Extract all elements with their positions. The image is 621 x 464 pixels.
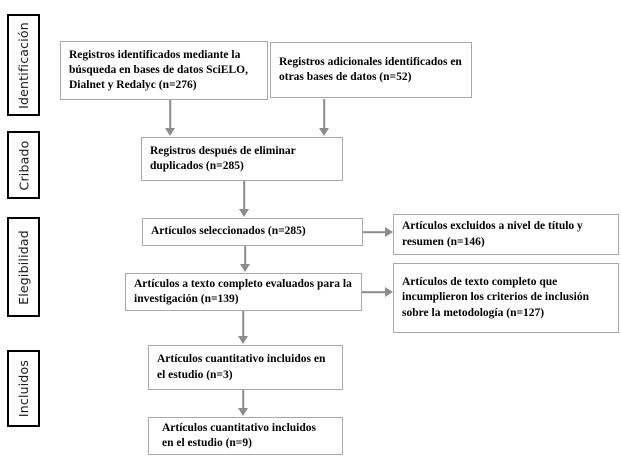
flow-box-fulltext-excluded: Artículos de texto completo que incumpli… [393,263,619,333]
arrow-line [363,231,387,233]
flow-box-articles-selected-text: Artículos seleccionados (n=285) [151,225,306,238]
flow-box-included-quantitative-3-text: Artículos cuantitativo incluidos en el e… [157,353,326,381]
flow-box-records-after-duplicates-text: Registros después de eliminar duplicados… [150,144,296,172]
arrow-head-down-icon [239,209,249,217]
arrow-deduplicated-to-selected [239,181,249,217]
stage-cribado: Cribado [7,131,40,199]
arrow-line [169,100,171,130]
arrow-line [242,390,244,410]
flow-box-records-after-duplicates: Registros después de eliminar duplicados… [141,137,343,181]
arrow-additional-to-deduplicated [319,99,329,136]
arrow-head-right-icon [385,227,393,237]
arrow-line [243,181,245,211]
arrow-fulltext-to-excluded-full [362,287,393,297]
arrow-selected-to-excluded-title [363,227,393,237]
arrow-head-down-icon [238,408,248,416]
arrow-head-right-icon [385,287,393,297]
flow-box-included-quantitative-9-text: Artículos cuantitativo incluidos en el e… [162,421,316,449]
arrow-identified-to-deduplicated [165,100,175,136]
flow-box-additional-records-text: Registros adicionales identificados en o… [279,55,462,83]
flow-box-excluded-title-abstract: Artículos excluidos a nivel de título y … [393,214,619,255]
flow-box-excluded-title-abstract-text: Artículos excluidos a nivel de título y … [402,220,583,248]
stage-identificacion-label: Identificación [16,21,32,109]
arrow-head-down-icon [238,336,248,344]
arrow-line [362,291,387,293]
arrow-line [323,99,325,130]
flow-box-fulltext-excluded-text: Artículos de texto completo que incumpli… [402,276,589,319]
arrow-fulltext-to-included3 [238,311,248,344]
stage-elegibilidad: Elegibilidad [7,217,40,317]
arrow-line [244,246,246,266]
flow-box-articles-selected: Artículos seleccionados (n=285) [142,218,363,246]
arrow-included3-to-included9 [238,390,248,416]
arrow-head-down-icon [165,128,175,136]
flow-box-fulltext-assessed-text: Artículos a texto completo evaluados par… [134,277,352,305]
stage-identificacion: Identificación [7,14,40,116]
flow-box-additional-records: Registros adicionales identificados en o… [270,42,472,98]
stage-incluidos-label: Incluidos [16,359,31,418]
flow-box-fulltext-assessed: Artículos a texto completo evaluados par… [125,273,362,311]
arrow-head-down-icon [319,128,329,136]
flow-box-included-quantitative-9: Artículos cuantitativo incluidos en el e… [148,417,343,455]
flow-box-records-identified-text: Registros identificados mediante la búsq… [69,48,248,92]
flow-box-records-identified: Registros identificados mediante la búsq… [60,41,268,100]
arrow-selected-to-fulltext [240,246,250,272]
stage-elegibilidad-label: Elegibilidad [16,229,32,305]
flow-box-included-quantitative-3: Artículos cuantitativo incluidos en el e… [148,345,343,390]
arrow-head-down-icon [240,264,250,272]
stage-cribado-label: Cribado [16,140,32,190]
arrow-line [242,311,244,338]
stage-incluidos: Incluidos [7,350,40,427]
